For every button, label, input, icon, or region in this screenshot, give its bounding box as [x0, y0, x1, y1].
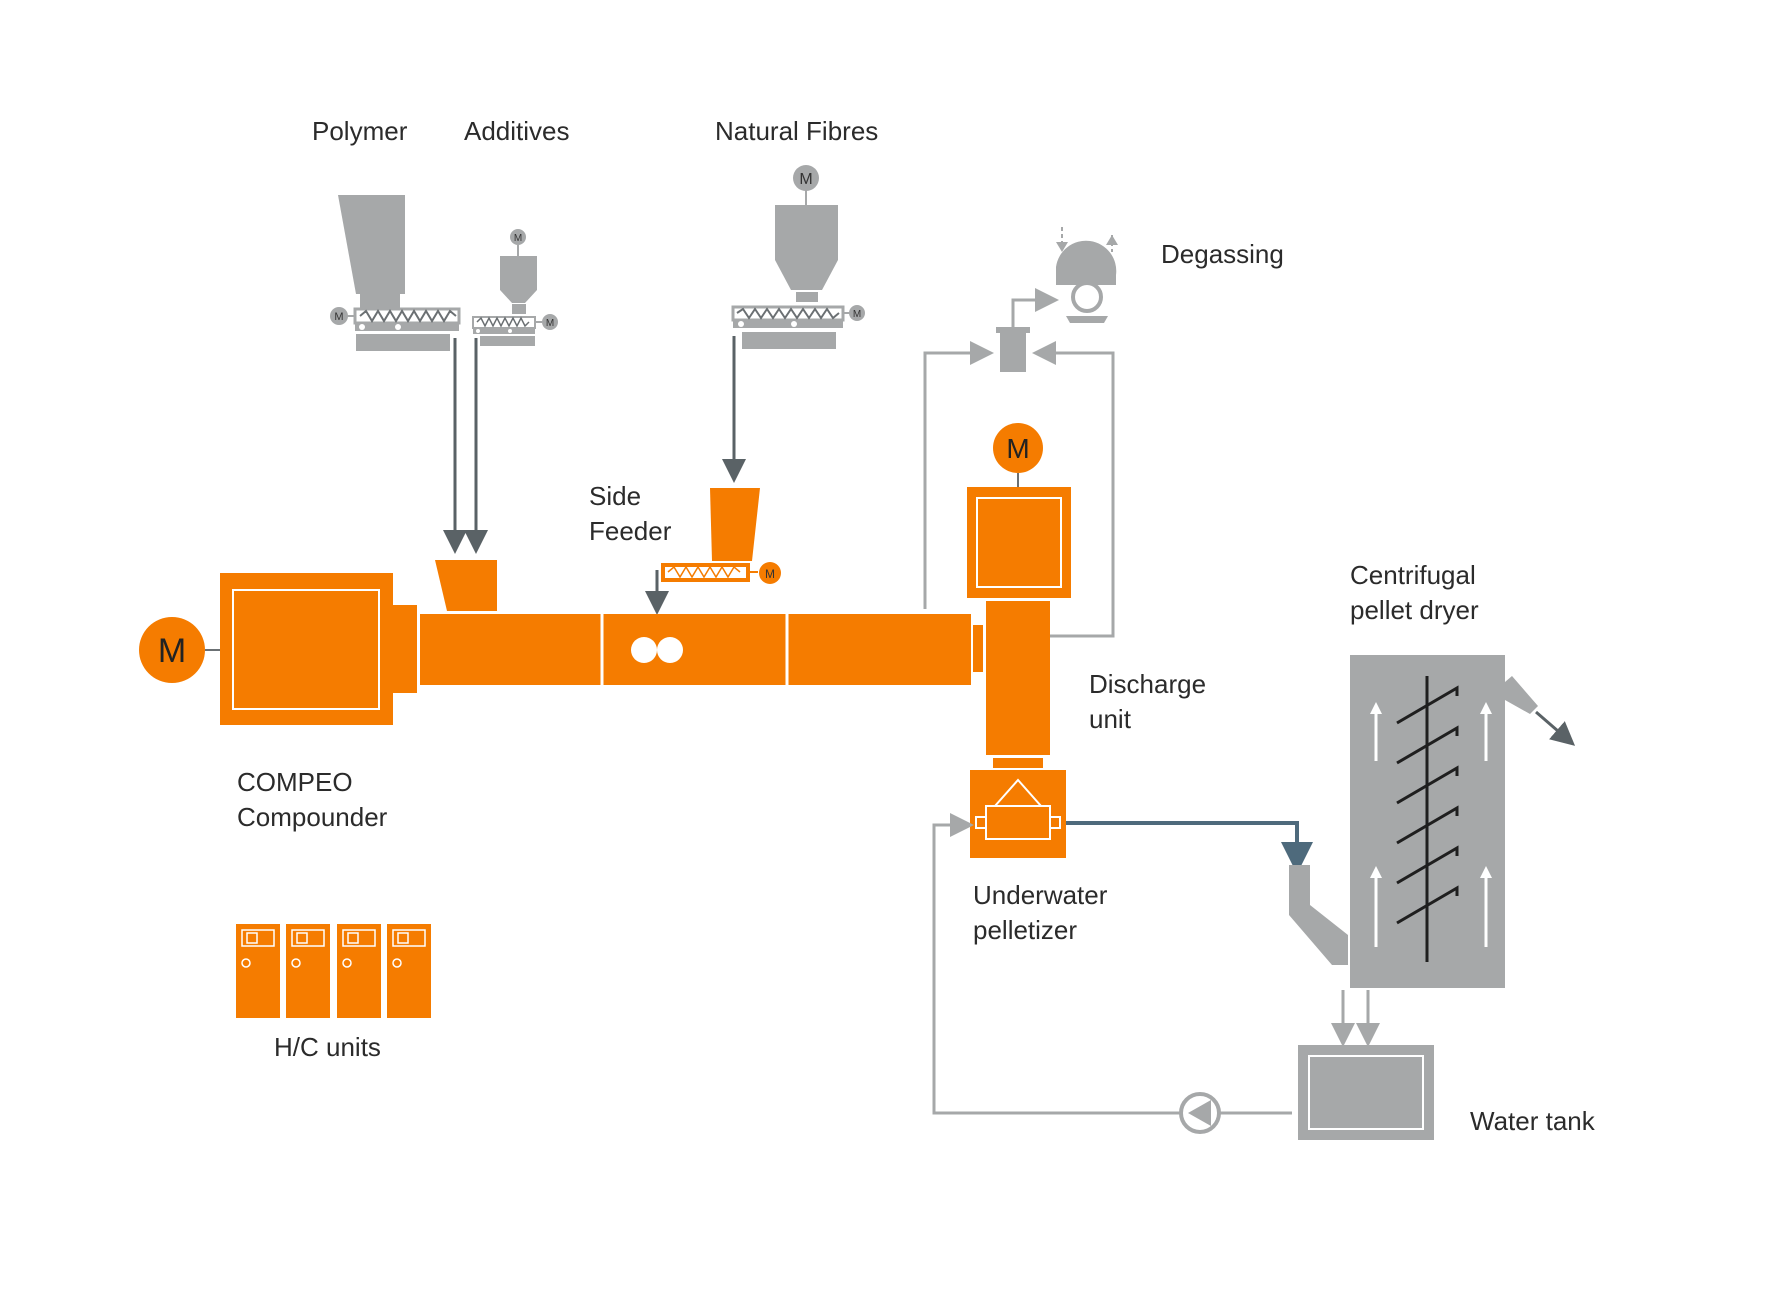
label-side-feeder-line1: Side: [589, 481, 642, 511]
coupling: [393, 605, 417, 693]
additives-feeder-motor-icon: M: [510, 229, 526, 245]
vent-line-right: [1032, 341, 1115, 638]
svg-text:M: M: [765, 567, 775, 581]
hc-unit: [236, 924, 280, 1018]
svg-text:M: M: [799, 171, 812, 188]
centrifugal-pellet-dryer: [1289, 655, 1538, 988]
svg-text:M: M: [514, 233, 522, 244]
svg-text:M: M: [853, 309, 861, 320]
extruder-barrel: [420, 614, 971, 685]
water-tank: [1298, 1045, 1434, 1140]
label-compounder-line1: COMPEO: [237, 767, 353, 797]
natural-fibres-screw-motor-icon: M: [849, 305, 865, 321]
hc-unit: [337, 924, 381, 1018]
pellet-slurry-line: [1066, 821, 1313, 874]
discharge-flange: [993, 758, 1043, 768]
hc-unit: [387, 924, 431, 1018]
label-polymer: Polymer: [312, 116, 408, 146]
main-hopper: [435, 560, 497, 611]
discharge-gearbox: [967, 487, 1071, 598]
barrel-end-flange: [973, 625, 983, 672]
svg-text:M: M: [1006, 433, 1029, 464]
discharge-unit-body: [986, 601, 1050, 755]
label-degassing: Degassing: [1161, 239, 1284, 269]
label-additives: Additives: [464, 116, 570, 146]
label-discharge-unit: Discharge unit: [1089, 667, 1206, 737]
label-pelletizer-line1: Underwater: [973, 880, 1108, 910]
side-feeder-motor-icon: M: [759, 562, 781, 584]
degassing-pot: [1000, 333, 1026, 372]
vent-line-left: [923, 341, 994, 609]
water-return-line: [932, 825, 1292, 1115]
underwater-pelletizer: [970, 770, 1066, 858]
svg-text:M: M: [546, 318, 554, 329]
label-dryer-line2: pellet dryer: [1350, 595, 1479, 625]
compounder-motor-icon: M: [139, 617, 205, 683]
discharge-motor-icon: M: [993, 423, 1043, 473]
side-feeder: [661, 488, 760, 582]
label-discharge-line2: unit: [1089, 704, 1131, 734]
label-natural-fibres: Natural Fibres: [715, 116, 879, 146]
degassing-line-to-pump: [1011, 288, 1059, 327]
label-side-feeder-line2: Feeder: [589, 516, 672, 546]
additives-screw-motor-icon: M: [542, 314, 558, 330]
label-dryer-line1: Centrifugal: [1350, 560, 1476, 590]
polymer-feeder-motor-icon: M: [330, 307, 348, 325]
twin-screw-icon: [631, 637, 683, 663]
label-centrifugal-pellet-dryer: Centrifugal pellet dryer: [1350, 558, 1479, 628]
label-compounder: COMPEO Compounder: [237, 765, 387, 835]
label-side-feeder: Side Feeder: [589, 479, 671, 549]
degassing-pump: [1056, 227, 1118, 323]
polymer-feeder: [338, 195, 461, 351]
dry-pellets-outlet-arrow: [1535, 710, 1576, 746]
water-pump-icon: [1179, 1092, 1221, 1134]
label-hc-units: H/C units: [274, 1032, 381, 1062]
label-water-tank: Water tank: [1470, 1106, 1595, 1136]
hc-unit: [286, 924, 330, 1018]
label-pelletizer-line2: pelletizer: [973, 915, 1078, 945]
gearbox: [220, 573, 393, 725]
natural-fibres-feeder: [731, 188, 850, 349]
svg-text:M: M: [334, 311, 343, 323]
label-discharge-line1: Discharge: [1089, 669, 1207, 699]
natural-fibres-motor-icon: M: [793, 165, 819, 191]
label-underwater-pelletizer: Underwater pelletizer: [973, 878, 1107, 948]
degassing-pot-cap: [996, 327, 1030, 333]
svg-text:M: M: [158, 632, 186, 670]
label-compounder-line2: Compounder: [237, 802, 388, 832]
additives-feeder: [472, 245, 542, 346]
